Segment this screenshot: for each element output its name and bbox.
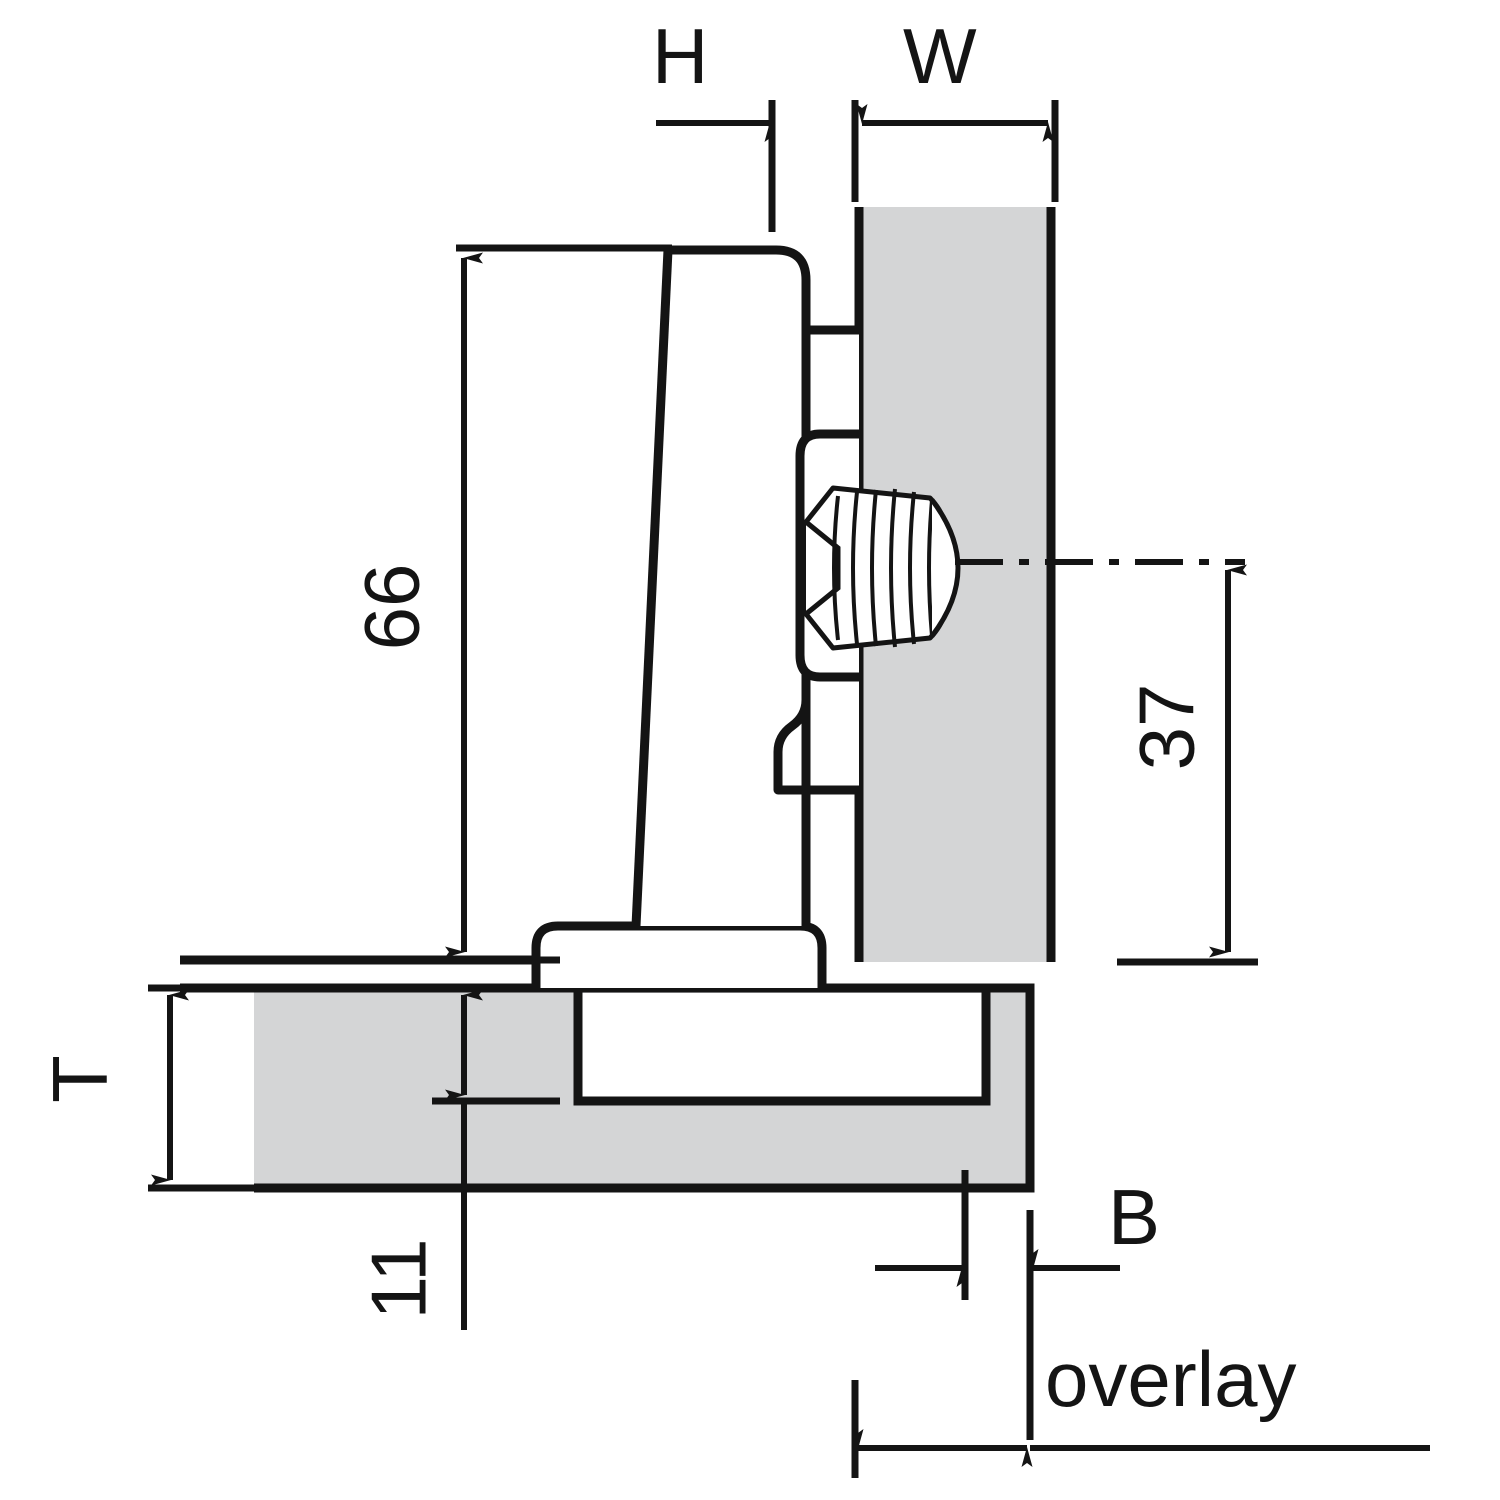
dimension-label-W: W: [903, 12, 977, 100]
screw: [803, 485, 961, 651]
dimension-B: [875, 1170, 1120, 1440]
door-panel: [180, 955, 1035, 1193]
dimension-T: [148, 984, 254, 1192]
dimension-label-T: T: [35, 1055, 124, 1103]
dimension-W: [851, 100, 1059, 202]
dimension-label-11: 11: [354, 1238, 443, 1320]
dimension-overlay: [851, 1380, 1430, 1478]
dimension-label-overlay: overlay: [1045, 1335, 1297, 1423]
dimension-66: [440, 244, 672, 964]
dimension-label-B: B: [1108, 1173, 1161, 1261]
dimension-37: [1117, 564, 1258, 966]
dimension-label-66: 66: [347, 563, 436, 651]
hinge-cup: [531, 921, 827, 988]
dimension-label-37: 37: [1122, 683, 1211, 771]
hinge-arm: [631, 245, 811, 927]
dimension-11: [432, 989, 560, 1330]
dimension-H: [656, 100, 776, 232]
dimension-label-H: H: [652, 12, 709, 100]
